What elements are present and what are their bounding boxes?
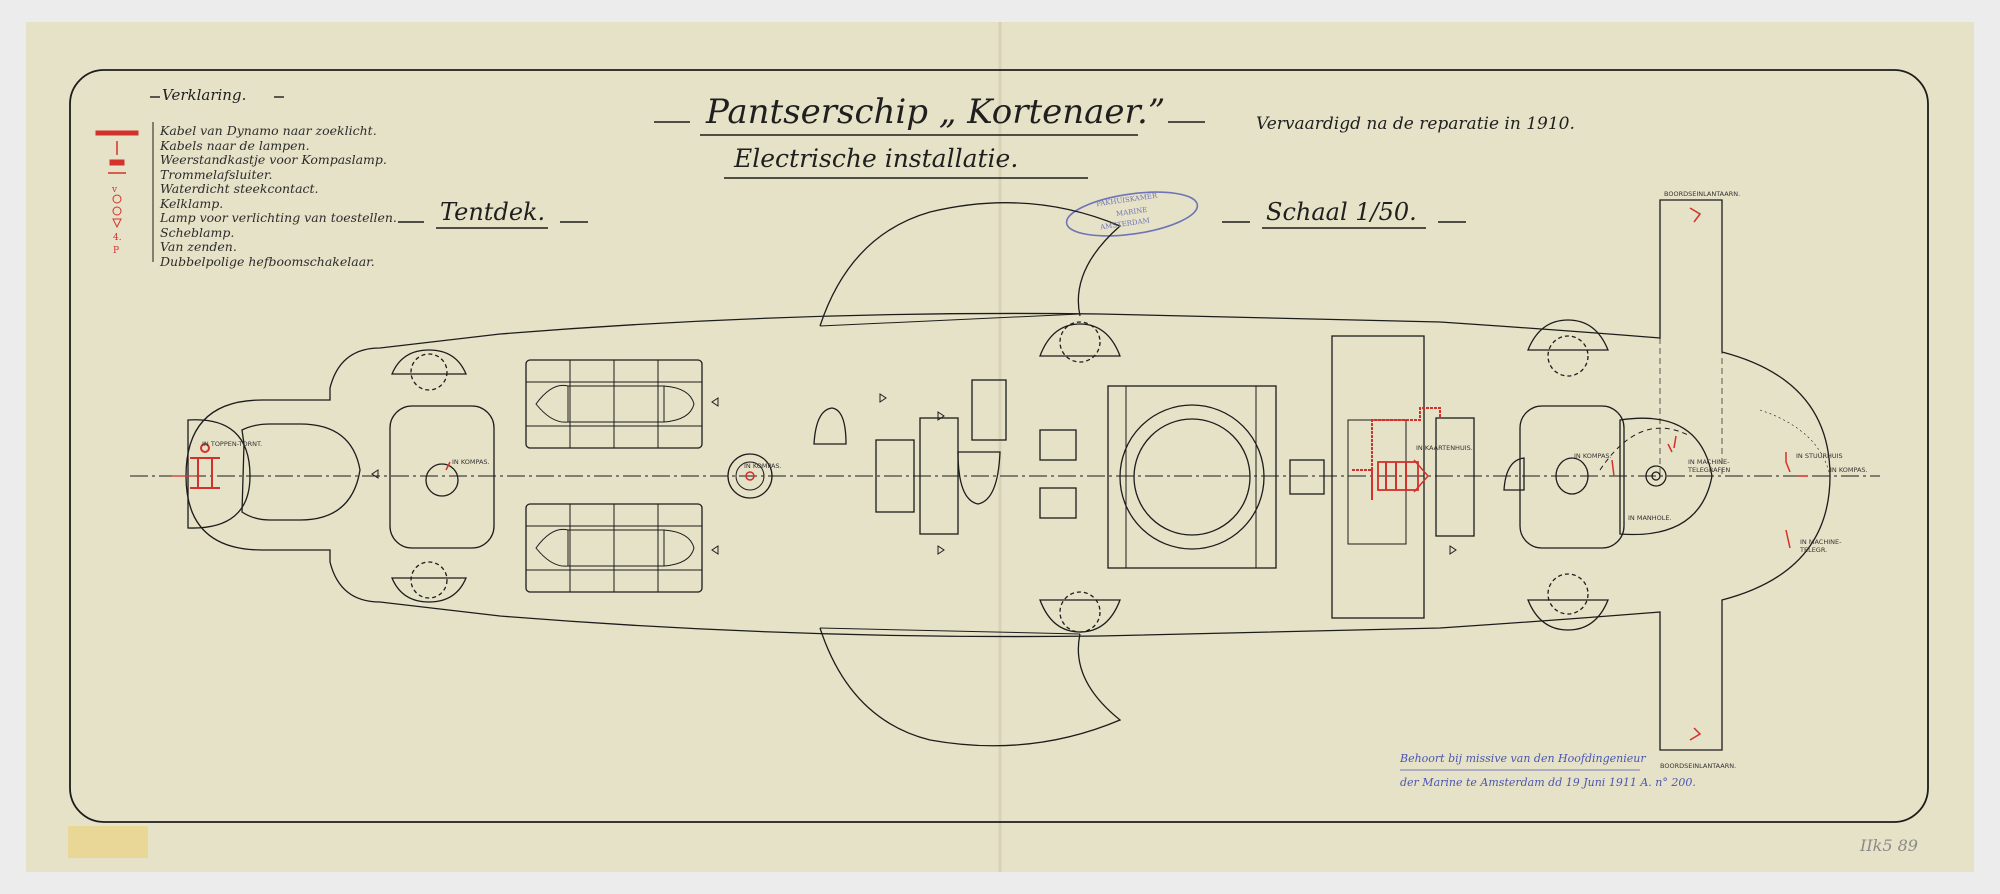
ship-deck-plan	[130, 199, 1880, 751]
archive-reference: IIk5 89	[1860, 836, 1918, 855]
legend-item: Lamp voor verlichting van toestellen.	[160, 210, 397, 225]
searchlight-dynamo	[190, 457, 220, 489]
made-after-repair-note: Vervaardigd na de reparatie in 1910.	[1256, 114, 1575, 134]
legend-item: Kabel van Dynamo naar zoeklicht.	[160, 123, 377, 138]
mid-skylight	[875, 439, 915, 513]
annotation-searchlight: IN TOPPEN-TORNT.	[202, 440, 263, 448]
fwd-port-wing	[819, 627, 1122, 747]
annotation-telegraph-bow: IN MACHINE-TELEGR.	[1800, 538, 1842, 554]
annotation-manhole: IN MANHOLE.	[1628, 514, 1672, 522]
annotation-compass-mid: IN KOMPAS.	[744, 462, 782, 470]
legend-item: Kabels naar de lampen.	[160, 137, 310, 153]
mid-chart-table	[919, 417, 959, 535]
legend-item: Weerstandkastje voor Kompaslamp.	[160, 152, 387, 167]
ventilators	[391, 319, 1609, 633]
legend-item: Van zenden.	[160, 239, 237, 254]
fwd-compass-pit	[425, 463, 459, 497]
deck-label: Tentdek.	[440, 198, 546, 226]
fwd-chart-house	[389, 405, 495, 549]
drawing-border	[69, 69, 1929, 823]
legend-item: Trommelafsluiter.	[160, 166, 273, 182]
mid-ventilator-right	[957, 451, 1001, 505]
footer-note-line-2: der Marine te Amsterdam dd 19 Juni 1911 …	[1400, 776, 1696, 789]
annotation-steering-house: IN STUURHUIS	[1796, 452, 1843, 460]
foredeck-outline	[241, 423, 361, 521]
mid-ventilator-left	[813, 407, 847, 445]
annotation-compass-fwd: IN KOMPAS.	[452, 458, 490, 466]
annotation-telegraph-fwd: IN MACHINE-TELEGRAFEN	[1688, 458, 1731, 474]
legend-item: Scheblamp.	[160, 224, 235, 240]
shell-lamp-symbol	[112, 218, 122, 229]
annotation-compass-bow: IN KOMPAS.	[1830, 466, 1868, 474]
aft-chart-house	[1519, 405, 1625, 549]
hull-outline	[185, 199, 1831, 751]
instrument-lamp-symbol	[112, 206, 122, 216]
footer-note-line-1: Behoort bij missive van den Hoofdingenie…	[1400, 752, 1646, 765]
drawing-title: Pantserschip „ Kortenaer.”	[706, 92, 1166, 132]
fwd-mast	[727, 453, 773, 499]
dynamo-cable-symbol	[95, 130, 139, 136]
annotation-side-light-top: BOORDSEINLANTAARN.	[1664, 190, 1741, 198]
scale-label: Schaal 1/50.	[1266, 198, 1417, 226]
legend-item: Waterdicht steekcontact.	[160, 181, 319, 196]
aft-deckhouse	[1331, 335, 1425, 619]
archive-label	[68, 826, 148, 858]
annotation-compass-aft: IN KOMPAS.	[1574, 452, 1612, 460]
fwd-starboard-wing	[819, 202, 1122, 327]
socket-symbol: v	[111, 185, 118, 195]
aft-compass-platform	[1619, 417, 1713, 536]
chart-house-dynamo	[1377, 461, 1419, 491]
archive-stamp	[1065, 191, 1199, 237]
drawing-subtitle: Electrische installatie.	[734, 144, 1019, 173]
title-rules	[150, 96, 1466, 229]
zenden-symbol: 4.	[113, 233, 122, 243]
legend-list: Kabel van Dynamo naar zoeklicht. Kabels …	[160, 123, 400, 269]
resistance-box-symbol	[109, 159, 125, 166]
legend-symbols: v 4. P	[95, 130, 139, 256]
electrical-wiring	[172, 207, 1808, 741]
bell-lamp-symbol	[112, 194, 122, 204]
legend-item: Dubbelpolige hefboomschakelaar.	[160, 253, 375, 269]
main-turret	[1119, 404, 1265, 550]
annotation-chart-house: IN KAARTENHUIS.	[1416, 444, 1473, 452]
lever-switch-symbol: P	[113, 246, 119, 256]
legend-heading: Verklaring.	[162, 86, 247, 104]
annotation-side-light-bottom: BOORDSEINLANTAARN.	[1660, 762, 1737, 770]
legend-item: Kelklamp.	[160, 195, 224, 211]
